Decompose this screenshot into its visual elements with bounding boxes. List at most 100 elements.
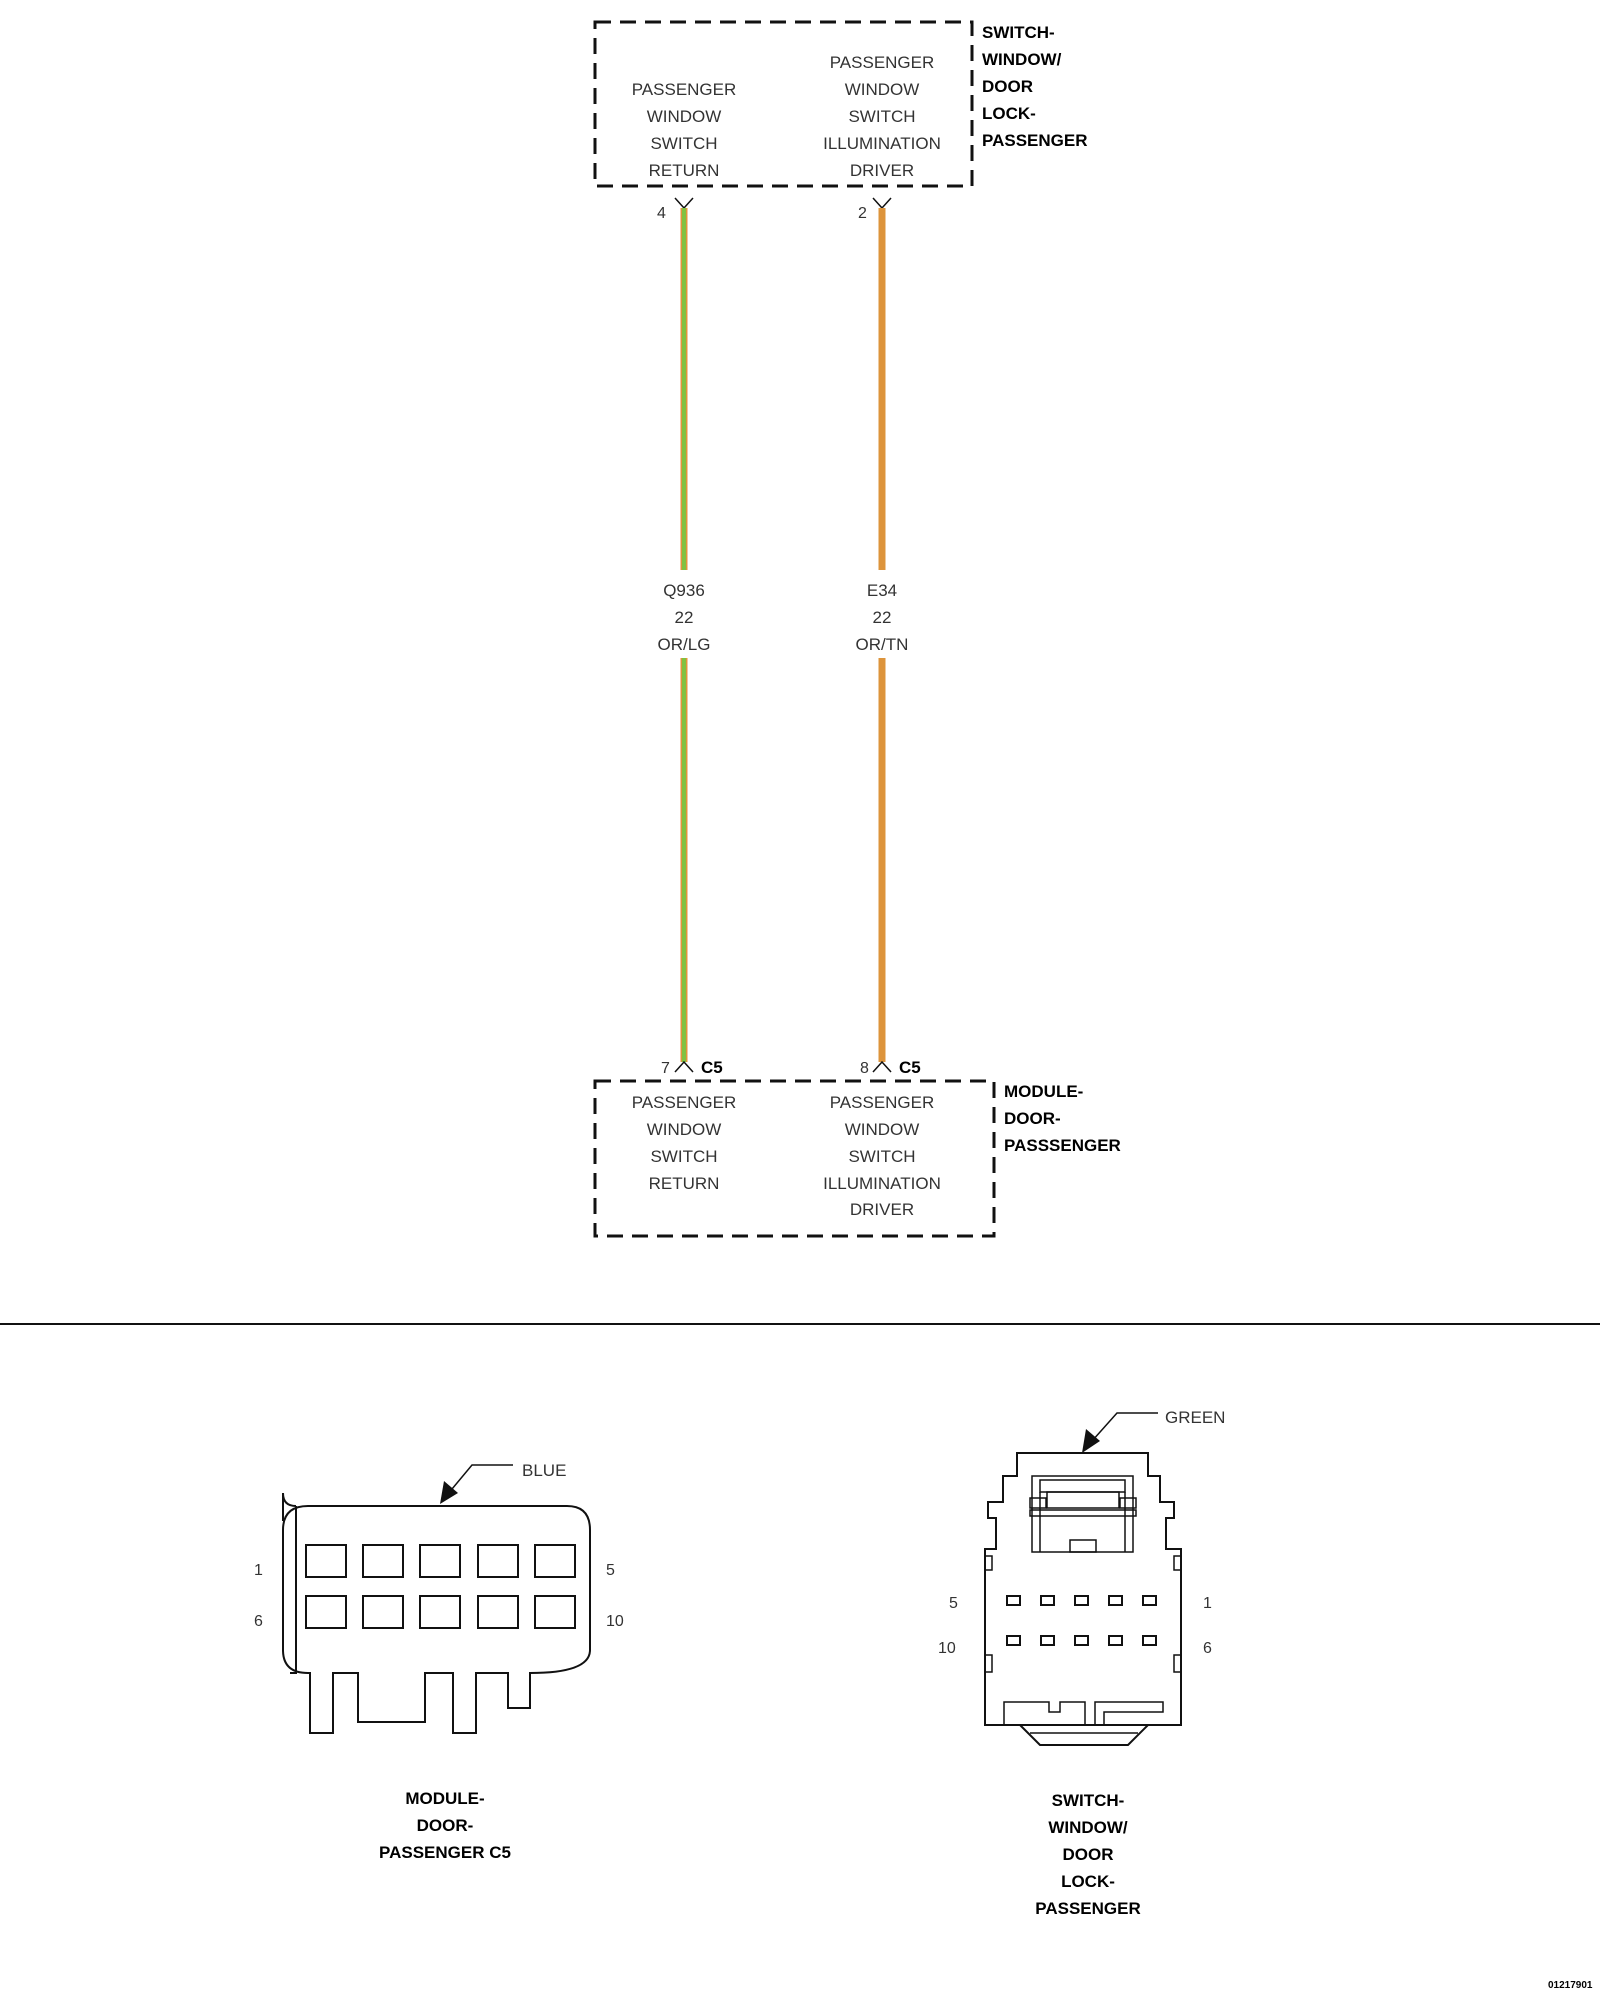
- housing-notch: [1173, 1555, 1181, 1571]
- top-left-circuit-line: WINDOW: [647, 107, 722, 126]
- top-left-circuit-line: SWITCH: [650, 134, 717, 153]
- bottom-left-circuit-line: SWITCH: [650, 1147, 717, 1166]
- pin-label: 10: [606, 1613, 624, 1630]
- top-component-name-line: DOOR: [982, 77, 1033, 96]
- connector-caption-line: LOCK-: [1061, 1872, 1115, 1891]
- cavity: [1108, 1595, 1123, 1606]
- top-component-name-line: LOCK-: [982, 104, 1036, 123]
- top-right-circuit-line: DRIVER: [850, 161, 914, 180]
- connector-body-outline: [282, 1492, 297, 1674]
- bottom-component: 7 8 C5 C5 PASSENGER WINDOW SWITCH RETURN…: [593, 1058, 1121, 1238]
- connector-caption-line: DOOR-: [417, 1816, 474, 1835]
- wire-gauge: 22: [873, 608, 892, 627]
- cavity: [419, 1544, 461, 1578]
- cavity: [305, 1595, 347, 1629]
- cavity: [1006, 1595, 1021, 1606]
- bottom-left-circuit-line: RETURN: [649, 1174, 720, 1193]
- pin-label: 6: [1203, 1640, 1212, 1657]
- cavity: [534, 1595, 576, 1629]
- wire-color-code: OR/TN: [856, 635, 909, 654]
- pin-label: 5: [949, 1595, 958, 1612]
- top-component: PASSENGER WINDOW SWITCH RETURN PASSENGER…: [593, 20, 1088, 222]
- pin-label: 1: [254, 1562, 263, 1579]
- top-component-name-line: SWITCH-: [982, 23, 1055, 42]
- bottom-lock: [1003, 1701, 1164, 1725]
- top-component-boundary: [593, 20, 974, 188]
- bottom-right-circuit-line: SWITCH: [848, 1147, 915, 1166]
- pin-terminal-icon: [872, 1060, 892, 1073]
- bottom-tab: [1019, 1724, 1149, 1746]
- bottom-component-name-line: DOOR-: [1004, 1109, 1061, 1128]
- cavity: [1074, 1595, 1089, 1606]
- pin-terminal-icon: [674, 197, 694, 210]
- cavity: [477, 1544, 519, 1578]
- latch-detail: [1069, 1539, 1097, 1553]
- bottom-right-circuit-line: DRIVER: [850, 1200, 914, 1219]
- cavity: [305, 1544, 347, 1578]
- leader-line: [1083, 1412, 1158, 1451]
- connector-caption-line: MODULE-: [405, 1789, 484, 1808]
- cavity: [1040, 1595, 1055, 1606]
- bottom-component-boundary: [593, 1079, 996, 1238]
- arrow-head-icon: [440, 1481, 458, 1504]
- wire-e34: E34 22 OR/TN: [856, 208, 909, 1062]
- pin-label: 1: [1203, 1595, 1212, 1612]
- connector-color-label: GREEN: [1165, 1408, 1225, 1427]
- pin-terminal-icon: [872, 197, 892, 210]
- housing-notch: [985, 1555, 993, 1571]
- bottom-right-circuit-line: WINDOW: [845, 1120, 920, 1139]
- pin-label: 5: [606, 1562, 615, 1579]
- bottom-right-circuit-line: PASSENGER: [830, 1093, 935, 1112]
- cavity: [1040, 1635, 1055, 1646]
- cavity: [362, 1544, 404, 1578]
- connector-cavities: [1006, 1595, 1157, 1646]
- connector-caption-line: SWITCH-: [1052, 1791, 1125, 1810]
- cavity: [534, 1544, 576, 1578]
- bottom-left-pin-number: 7: [661, 1060, 670, 1077]
- pin-label: 6: [254, 1613, 263, 1630]
- pin-label: 10: [938, 1640, 956, 1657]
- connector-view-switch: GREEN 5 1 10 6 SWITCH- WINDOW/ DOOR LOCK…: [938, 1408, 1225, 1918]
- connector-caption-line: PASSENGER: [1035, 1899, 1141, 1918]
- latch-detail: [1046, 1491, 1120, 1509]
- housing-notch: [1173, 1654, 1181, 1673]
- cavity: [419, 1595, 461, 1629]
- bottom-left-circuit-line: WINDOW: [647, 1120, 722, 1139]
- housing-notch: [985, 1654, 993, 1673]
- wire-circuit-id: Q936: [663, 581, 705, 600]
- bottom-right-circuit-line: ILLUMINATION: [823, 1174, 941, 1193]
- top-right-circuit-line: PASSENGER: [830, 53, 935, 72]
- cavity: [1006, 1635, 1021, 1646]
- connector-caption-line: PASSENGER C5: [379, 1843, 511, 1862]
- bottom-component-name-line: PASSSENGER: [1004, 1136, 1121, 1155]
- connector-view-module-c5: BLUE 1 5 6 10 MODULE- DOOR- PASSENGER C5: [254, 1461, 624, 1862]
- figure-id: 01217901: [1548, 1980, 1593, 1991]
- bottom-left-connector-id: C5: [701, 1058, 723, 1077]
- cavity: [1074, 1635, 1089, 1646]
- connector-caption-line: DOOR: [1063, 1845, 1114, 1864]
- bottom-left-circuit-line: PASSENGER: [632, 1093, 737, 1112]
- pin-terminal-icon: [674, 1060, 694, 1073]
- top-right-circuit-line: SWITCH: [848, 107, 915, 126]
- latch-detail: [1029, 1509, 1137, 1517]
- wire-color-code: OR/LG: [658, 635, 711, 654]
- top-component-name-line: WINDOW/: [982, 50, 1062, 69]
- arrow-head-icon: [1082, 1429, 1100, 1453]
- wire-circuit-id: E34: [867, 581, 897, 600]
- top-left-circuit-line: RETURN: [649, 161, 720, 180]
- cavity: [477, 1595, 519, 1629]
- bottom-component-name-line: MODULE-: [1004, 1082, 1083, 1101]
- top-right-circuit-line: ILLUMINATION: [823, 134, 941, 153]
- cavity: [1142, 1595, 1157, 1606]
- latch-detail: [1119, 1497, 1137, 1509]
- bottom-right-connector-id: C5: [899, 1058, 921, 1077]
- connector-housing: [984, 1452, 1182, 1726]
- latch-detail: [1039, 1492, 1126, 1552]
- cavity: [1142, 1635, 1157, 1646]
- top-right-pin-number: 2: [858, 205, 867, 222]
- top-left-pin-number: 4: [657, 205, 666, 222]
- wire-gauge: 22: [675, 608, 694, 627]
- cavity: [362, 1595, 404, 1629]
- cavity: [1108, 1635, 1123, 1646]
- latch-detail: [1039, 1479, 1126, 1493]
